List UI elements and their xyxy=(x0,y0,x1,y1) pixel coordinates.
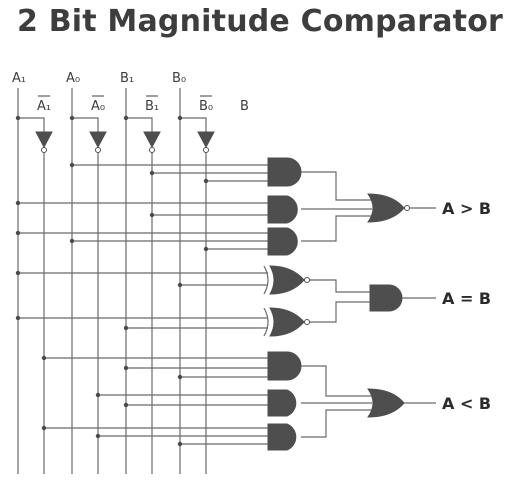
input-rails xyxy=(17,88,181,474)
and-gate-eq xyxy=(310,279,436,323)
label-b0: B₀ xyxy=(172,71,186,86)
and-gate-lt-3 xyxy=(41,374,297,451)
label-b0-not: B₀ xyxy=(199,95,213,114)
label-b1-not: B₁ xyxy=(145,95,159,114)
svg-text:A₁: A₁ xyxy=(37,99,51,114)
label-b1: B₁ xyxy=(120,71,134,86)
or-gate-lt xyxy=(301,365,436,438)
output-less: A < B xyxy=(442,394,491,413)
output-equal: A = B xyxy=(442,289,491,308)
xnor-gate-1 xyxy=(15,265,310,295)
not-gates xyxy=(15,115,215,474)
svg-text:A₀: A₀ xyxy=(91,99,105,114)
label-a0: A₀ xyxy=(66,71,80,86)
and-gate-lt-1 xyxy=(41,351,302,381)
label-b-extra: B xyxy=(240,99,249,114)
label-a0-not: A₀ xyxy=(91,95,105,114)
and-gate-gt-3 xyxy=(15,227,298,256)
page-title: 2 Bit Magnitude Comparator xyxy=(16,4,504,39)
output-greater: A > B xyxy=(442,199,491,218)
label-a1: A₁ xyxy=(12,71,26,86)
xnor-gate-2 xyxy=(15,307,310,337)
or-gate-gt xyxy=(301,171,436,242)
and-gate-lt-2 xyxy=(95,389,297,417)
label-a1-not: A₁ xyxy=(37,95,51,114)
svg-text:B₀: B₀ xyxy=(199,99,213,114)
svg-text:B₁: B₁ xyxy=(145,99,159,114)
and-gate-gt-2 xyxy=(15,195,298,224)
and-gate-gt-1 xyxy=(69,157,302,187)
